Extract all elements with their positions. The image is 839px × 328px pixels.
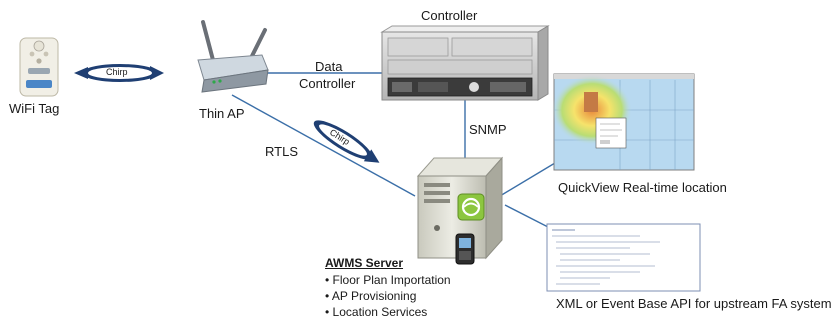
snmp-label: SNMP bbox=[469, 122, 507, 137]
controller-rack-icon bbox=[380, 25, 550, 101]
xml-document-image bbox=[546, 223, 701, 292]
thin-ap-icon bbox=[197, 20, 269, 93]
quickview-label: QuickView Real-time location bbox=[558, 180, 727, 195]
thin-ap-label: Thin AP bbox=[199, 106, 245, 121]
xml-api-label: XML or Event Base API for upstream FA sy… bbox=[556, 296, 832, 311]
feature-item: Location Services bbox=[325, 304, 451, 320]
data-controller-label: Controller bbox=[299, 76, 356, 91]
quickview-map-image bbox=[552, 73, 695, 171]
controller-label: Controller bbox=[421, 8, 478, 23]
feature-item: AP Provisioning bbox=[325, 288, 451, 304]
wifi-tag-icon bbox=[19, 37, 59, 97]
chirp-arrow-top bbox=[74, 64, 164, 82]
data-label: Data bbox=[315, 59, 343, 74]
wifi-tag-label: WiFi Tag bbox=[9, 101, 60, 116]
awms-feature-list: Floor Plan Importation AP Provisioning L… bbox=[325, 272, 451, 320]
chirp-arrow-rtls bbox=[313, 120, 380, 163]
server-xml-link bbox=[504, 204, 549, 228]
ap-server-link bbox=[231, 94, 416, 197]
feature-item: Floor Plan Importation bbox=[325, 272, 451, 288]
rtls-label: RTLS bbox=[265, 144, 298, 159]
awms-server-icon bbox=[416, 156, 504, 265]
chirp-top-label: Chirp bbox=[106, 67, 128, 77]
server-quickview-link bbox=[499, 159, 561, 197]
awms-server-title: AWMS Server bbox=[325, 256, 404, 270]
